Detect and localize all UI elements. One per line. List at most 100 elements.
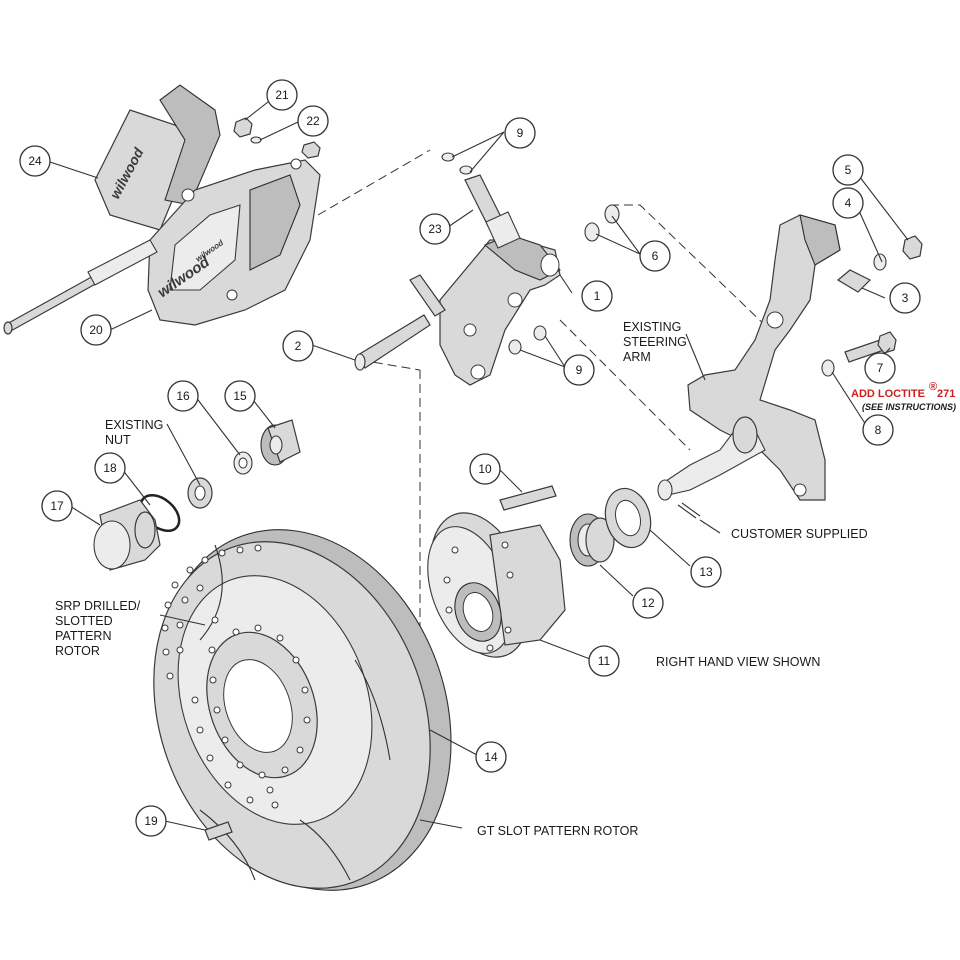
washer-8 (821, 359, 835, 377)
svg-text:14: 14 (484, 750, 498, 764)
nut-21 (233, 117, 253, 138)
svg-text:1: 1 (594, 289, 601, 303)
callout-2: 2 (282, 330, 314, 362)
callouts: 1 2 3 4 5 6 7 8 9 9 10 11 12 13 14 15 16… (19, 79, 921, 837)
callout-14: 14 (475, 741, 507, 773)
label-see-instructions: (SEE INSTRUCTIONS) (862, 402, 956, 412)
svg-text:4: 4 (845, 196, 852, 210)
callout-18: 18 (94, 452, 126, 484)
svg-text:6: 6 (652, 249, 659, 263)
spacer-3 (836, 269, 872, 293)
washer-22 (250, 136, 262, 144)
svg-text:2: 2 (295, 339, 302, 353)
cotter-pin (677, 502, 701, 519)
svg-text:10: 10 (478, 462, 492, 476)
label-customer-supplied: CUSTOMER SUPPLIED (731, 527, 868, 541)
callout-8: 8 (862, 414, 894, 446)
callout-22: 22 (297, 105, 329, 137)
label-srp-rotor-4: ROTOR (55, 644, 100, 658)
label-srp-rotor-1: SRP DRILLED/ (55, 599, 141, 613)
existing-nut (187, 477, 213, 509)
callout-6: 6 (639, 240, 671, 272)
bracket-1 (439, 234, 561, 386)
rotor-14 (153, 529, 452, 891)
hub-11 (427, 512, 566, 658)
spindle-steering-arm (657, 214, 841, 501)
callout-9-lower: 9 (563, 354, 595, 386)
dust-cap-17 (93, 499, 161, 571)
callout-4: 4 (832, 187, 864, 219)
callout-3: 3 (889, 282, 921, 314)
callout-10: 10 (469, 453, 501, 485)
callout-16: 16 (167, 380, 199, 412)
svg-text:20: 20 (89, 323, 103, 337)
label-loctite: ADD LOCTITE (851, 388, 925, 400)
leader-lines (49, 101, 909, 831)
svg-text:19: 19 (144, 814, 158, 828)
callout-13: 13 (690, 556, 722, 588)
seal-13 (604, 487, 652, 549)
svg-text:9: 9 (517, 126, 524, 140)
bolt-7 (844, 331, 897, 363)
label-srp-rotor-2: SLOTTED (55, 614, 113, 628)
callout-12: 12 (632, 587, 664, 619)
bracket-stud-left (409, 274, 446, 317)
callout-20: 20 (80, 314, 112, 346)
bearing-12 (569, 513, 615, 567)
svg-text:15: 15 (233, 389, 247, 403)
label-existing-nut-2: NUT (105, 433, 131, 447)
svg-text:8: 8 (875, 423, 882, 437)
svg-text:18: 18 (103, 461, 117, 475)
svg-text:23: 23 (428, 222, 442, 236)
washers-9-lower (508, 325, 547, 355)
rotor-drill-holes (161, 544, 311, 809)
callout-11: 11 (588, 645, 620, 677)
label-existing-steering-arm-1: EXISTING (623, 320, 681, 334)
callout-24: 24 (19, 145, 51, 177)
alignment-lines (317, 149, 771, 640)
label-loctite-num: 271 (937, 388, 955, 400)
svg-text:16: 16 (176, 389, 190, 403)
stud-23 (464, 174, 521, 249)
label-gt-slot-rotor: GT SLOT PATTERN ROTOR (477, 824, 638, 838)
svg-text:24: 24 (28, 154, 42, 168)
caliper-nut (301, 141, 321, 159)
label-srp-rotor-3: PATTERN (55, 629, 111, 643)
caliper-pin (3, 239, 158, 335)
svg-text:5: 5 (845, 163, 852, 177)
callout-23: 23 (419, 213, 451, 245)
callout-7: 7 (864, 352, 896, 384)
caliper-20: wilwood wilwood (147, 158, 321, 326)
callout-21: 21 (266, 79, 298, 111)
bolt-19 (204, 821, 233, 841)
svg-text:7: 7 (877, 361, 884, 375)
callout-15: 15 (224, 380, 256, 412)
label-existing-nut-1: EXISTING (105, 418, 163, 432)
callout-17: 17 (41, 490, 73, 522)
brake-pads-24: wilwood (94, 84, 221, 231)
svg-text:17: 17 (50, 499, 64, 513)
label-existing-steering-arm-3: ARM (623, 350, 651, 364)
svg-text:21: 21 (275, 88, 289, 102)
bearing-15 (260, 419, 301, 466)
label-existing-steering-arm-2: STEERING (623, 335, 687, 349)
text-labels: EXISTING STEERING ARM EXISTING NUT ADD L… (55, 320, 956, 838)
wheel-stud-10 (499, 485, 557, 511)
callout-5: 5 (832, 154, 864, 186)
callout-9-top: 9 (504, 117, 536, 149)
svg-text:3: 3 (902, 291, 909, 305)
label-loctite-reg: ® (929, 381, 937, 393)
bolt-2 (354, 314, 431, 371)
nut-5 (902, 235, 923, 260)
svg-text:9: 9 (576, 363, 583, 377)
washers-9-top (441, 152, 473, 175)
svg-text:13: 13 (699, 565, 713, 579)
svg-text:11: 11 (598, 654, 611, 668)
washer-16 (233, 451, 253, 475)
washer-4 (873, 253, 887, 271)
label-right-hand-view: RIGHT HAND VIEW SHOWN (656, 655, 820, 669)
callout-19: 19 (135, 805, 167, 837)
svg-text:22: 22 (306, 114, 320, 128)
